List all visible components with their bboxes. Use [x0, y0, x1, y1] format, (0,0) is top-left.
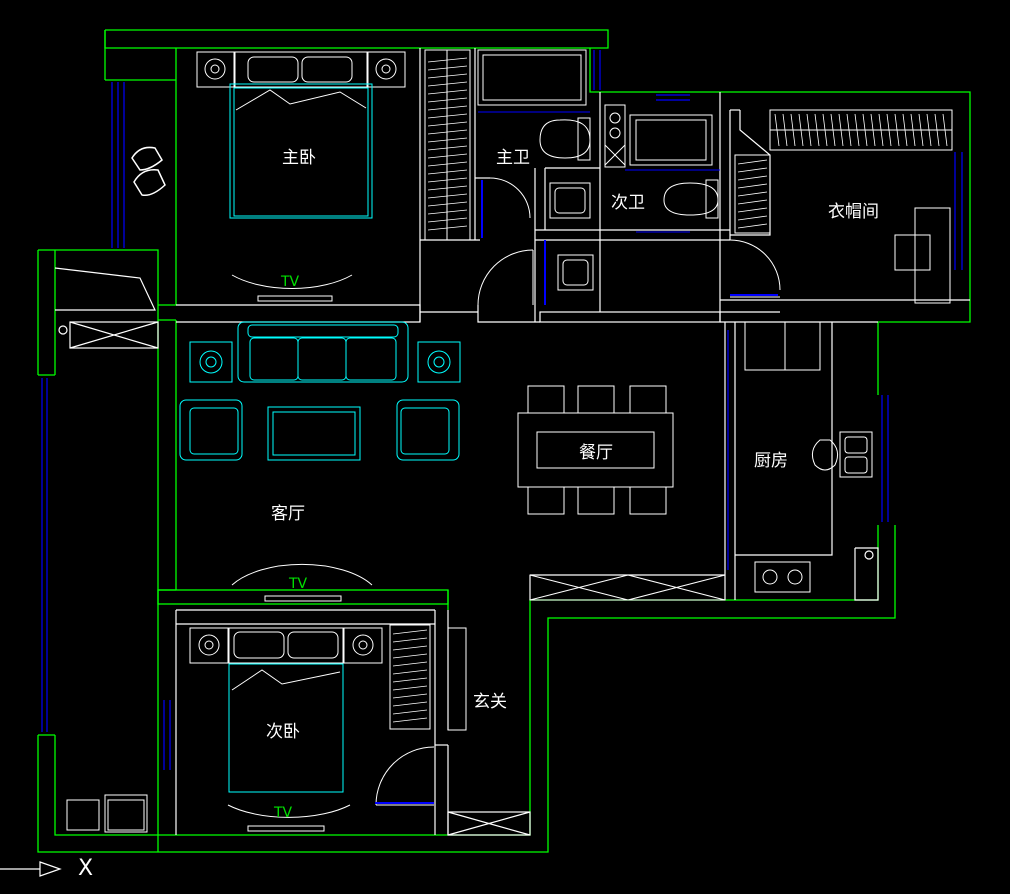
- ucs-axis-label: X: [78, 856, 94, 881]
- master-bath-fixtures: [477, 49, 591, 161]
- door-blue: [375, 180, 778, 804]
- closet-fixtures: [734, 109, 953, 304]
- second-bath-fixtures: [549, 104, 720, 291]
- room-label-dining-room: 餐厅: [579, 443, 613, 463]
- room-label-second-bedroom: 次卧: [266, 722, 300, 742]
- wardrobe-hanger-lines: [737, 159, 768, 229]
- closet-hanger-lines: [774, 113, 948, 147]
- wardrobe-hanger-lines: [427, 57, 468, 231]
- master-tv: [231, 274, 353, 302]
- tv-label-master: TV: [281, 274, 300, 290]
- sofa: [179, 321, 461, 461]
- balcony-appliances: [66, 794, 148, 833]
- room-label-kitchen: 厨房: [754, 451, 788, 471]
- master-bed: [196, 51, 406, 219]
- ucs-icon: [0, 861, 62, 877]
- windows: [41, 50, 963, 770]
- room-label-entrance: 玄关: [473, 692, 507, 712]
- room-label-master-bath: 主卫: [496, 148, 530, 168]
- tv-label-living: TV: [289, 576, 308, 592]
- second-bed: [189, 624, 467, 793]
- dining-table: [517, 385, 674, 515]
- door-swings: [375, 177, 781, 806]
- window-chairs: [131, 146, 166, 197]
- room-label-walk-in-closet: 衣帽间: [828, 202, 879, 222]
- second-tv: [227, 804, 351, 832]
- room-label-master-bedroom: 主卧: [282, 148, 316, 168]
- kitchen-fixtures: [529, 321, 873, 601]
- room-label-living-room: 客厅: [271, 504, 305, 524]
- wardrobe-hanger-lines: [392, 629, 428, 723]
- interior-walls: [54, 48, 970, 836]
- living-tv: [231, 563, 373, 602]
- master-wardrobe: [424, 49, 471, 241]
- tv-label-second: TV: [274, 805, 293, 821]
- room-label-second-bath: 次卫: [611, 193, 645, 213]
